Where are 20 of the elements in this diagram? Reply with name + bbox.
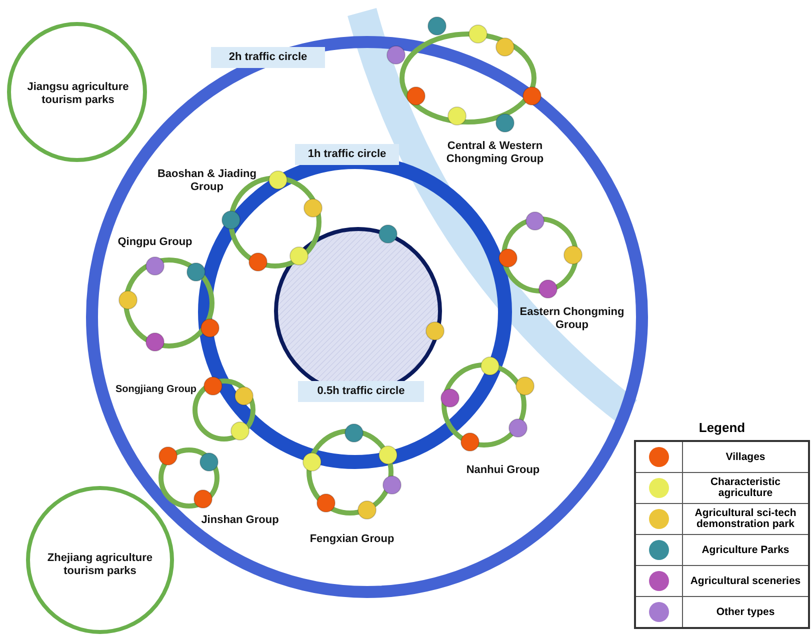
legend-label: Characteristic agriculture [710,476,781,499]
circle-label: 0.5h traffic circle [298,381,424,402]
circle-label: 1h traffic circle [295,144,399,165]
park-label: Jiangsu agriculture tourism parks [26,81,130,107]
legend-label: Agricultural sceneries [690,574,801,586]
group-label: Qingpu Group [116,236,194,249]
group-label: Nanhui Group [465,464,541,477]
group-label: Baoshan & Jiading Group [156,168,258,194]
circle-label: 2h traffic circle [211,47,325,68]
group-label: Central & Western Chongming Group [445,140,545,166]
group-label: Eastern Chongming Group [518,306,626,332]
group-label: Songjiang Group [114,383,198,396]
legend-label: Agricultural sci-tech demonstration park [694,507,796,530]
legend-label: Villages [726,450,766,462]
legend-label: Agriculture Parks [702,544,790,556]
legend-title: Legend [698,419,746,437]
group-label: Fengxian Group [308,533,396,546]
group-label: Jinshan Group [200,514,280,527]
legend-label: Other types [716,606,775,618]
park-label: Zhejiang agriculture tourism parks [46,552,154,578]
